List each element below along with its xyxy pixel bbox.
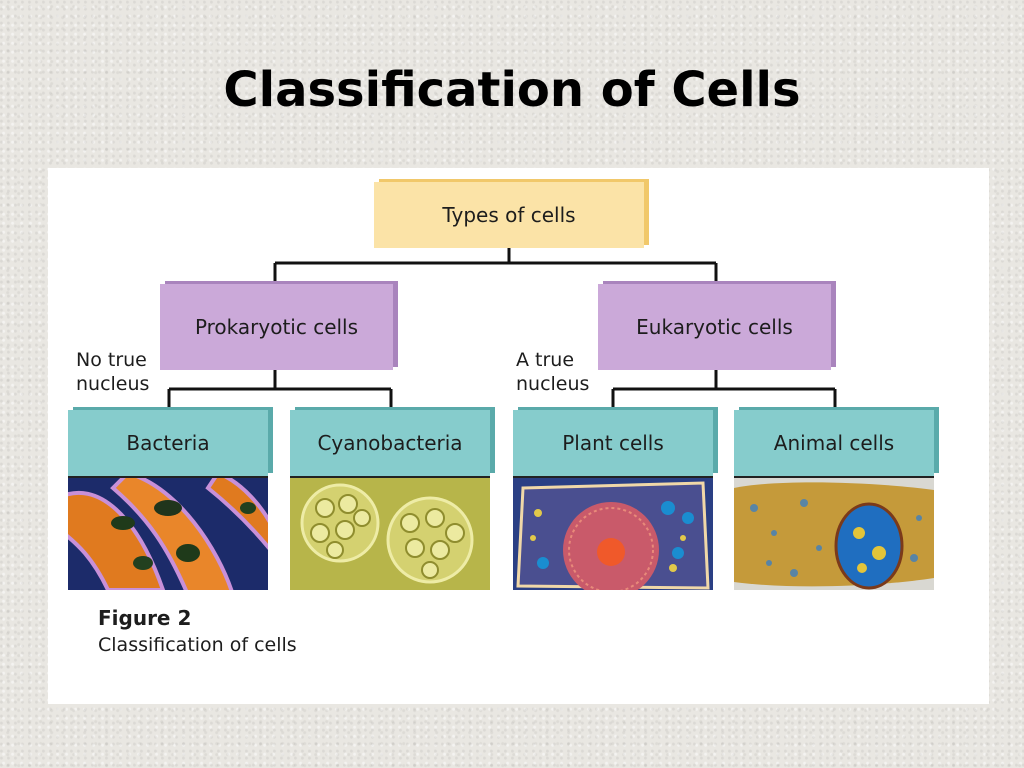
figure-panel: Types of cells Prokaryotic cells Eukaryo…: [48, 168, 989, 704]
prokaryotic-cells-label: Prokaryotic cells: [194, 315, 359, 339]
cyanobacteria-micrograph: [290, 476, 490, 590]
animal-cell-micrograph: [734, 476, 934, 590]
no-true-nucleus-note: No true nucleus: [76, 349, 150, 395]
cyanobacteria-box: Cyanobacteria: [290, 410, 490, 476]
animal-cells-box: Animal cells: [734, 410, 934, 476]
eukaryotic-cells-box: Eukaryotic cells: [598, 284, 831, 370]
tree-connectors: [167, 248, 837, 410]
plant-cell-micrograph: [513, 476, 713, 590]
cyanobacteria-label: Cyanobacteria: [317, 431, 463, 455]
bacteria-box: Bacteria: [68, 410, 268, 476]
prokaryotic-cells-box: Prokaryotic cells: [160, 284, 393, 370]
a-true-nucleus-note: A true nucleus: [516, 349, 590, 395]
bacteria-label: Bacteria: [126, 431, 210, 455]
types-of-cells-box: Types of cells: [374, 182, 644, 248]
plant-cells-label: Plant cells: [562, 431, 664, 455]
types-of-cells-label: Types of cells: [442, 203, 576, 227]
bacteria-micrograph: [68, 476, 268, 590]
figure-label: Figure 2: [98, 606, 192, 630]
eukaryotic-cells-label: Eukaryotic cells: [636, 315, 793, 339]
animal-cells-label: Animal cells: [773, 431, 895, 455]
slide-title: Classification of Cells: [223, 62, 801, 118]
plant-cells-box: Plant cells: [513, 410, 713, 476]
figure-caption: Classification of cells: [98, 634, 297, 656]
